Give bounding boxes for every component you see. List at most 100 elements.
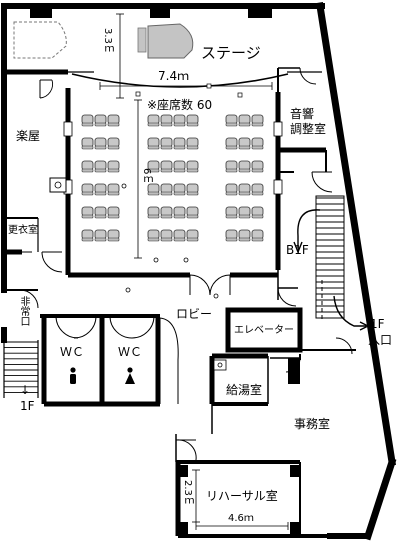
sink-icon xyxy=(213,359,227,371)
sound-room-walls xyxy=(278,67,327,172)
seat xyxy=(251,137,264,150)
arrow-b1f xyxy=(297,209,321,248)
hall-doors xyxy=(189,274,231,296)
label-green-room: 楽屋 xyxy=(16,129,41,143)
seat xyxy=(160,160,173,173)
seat xyxy=(107,229,120,242)
seat xyxy=(107,114,120,127)
sink-icon xyxy=(49,177,67,193)
seat xyxy=(186,114,199,127)
seat xyxy=(173,206,186,219)
stair-walls xyxy=(277,171,323,320)
seat xyxy=(81,114,94,127)
seat xyxy=(94,229,107,242)
seat xyxy=(81,183,94,196)
seat xyxy=(107,137,120,150)
seat xyxy=(94,137,107,150)
seat xyxy=(238,229,251,242)
seat xyxy=(173,183,186,196)
label-sound-room: 音響 調整室 xyxy=(290,107,327,136)
label-wc-women: ＷＣ xyxy=(118,345,143,359)
seat xyxy=(147,229,160,242)
label-seats: ※座席数 60 xyxy=(147,98,213,112)
seat xyxy=(147,206,160,219)
seat xyxy=(225,114,238,127)
label-elevator: エレベーター xyxy=(234,325,294,336)
pillars xyxy=(30,6,272,18)
lobby-curve xyxy=(159,317,179,404)
seat xyxy=(81,206,94,219)
arrow-entrance xyxy=(333,295,366,327)
label-down-floor: 1F xyxy=(20,399,35,413)
seat xyxy=(107,160,120,173)
emergency-stairs xyxy=(3,289,39,398)
seat xyxy=(160,206,173,219)
label-emergency-exit: 非常口 xyxy=(18,296,29,326)
seat xyxy=(160,114,173,127)
seat xyxy=(160,137,173,150)
seat xyxy=(173,229,186,242)
dim-stage-width: 7.4ｍ xyxy=(158,69,190,83)
seat xyxy=(81,137,94,150)
seat xyxy=(94,114,107,127)
seat xyxy=(160,229,173,242)
office-walls xyxy=(299,337,356,360)
label-down-arrow: ↓ xyxy=(20,383,31,397)
seat xyxy=(147,183,160,196)
rehearsal-pillars xyxy=(178,465,300,534)
piano-icon xyxy=(13,21,194,59)
seat xyxy=(173,114,186,127)
label-b1f: B1F xyxy=(286,243,309,257)
seat xyxy=(107,183,120,196)
seat xyxy=(225,229,238,242)
seat xyxy=(225,160,238,173)
green-room-walls xyxy=(4,79,63,273)
hall-dimension xyxy=(134,99,142,259)
seat xyxy=(225,183,238,196)
label-stage: ステージ xyxy=(201,44,261,62)
seat xyxy=(251,160,264,173)
dim-rehearsal-depth: 2.3ｍ xyxy=(182,480,193,506)
seat xyxy=(251,183,264,196)
label-entrance-floor: 1F xyxy=(370,317,385,331)
dim-rehearsal-width: 4.6ｍ xyxy=(228,513,254,524)
label-office: 事務室 xyxy=(294,417,331,431)
seat xyxy=(94,160,107,173)
label-rehearsal: リハーサル室 xyxy=(206,489,278,503)
seat xyxy=(251,114,264,127)
seating xyxy=(81,114,264,242)
dim-hall-depth: 6ｍ xyxy=(141,168,152,185)
seat xyxy=(186,137,199,150)
label-dressing-room: 更衣室 xyxy=(8,225,38,236)
label-lobby: ロビー xyxy=(176,307,213,321)
elevator xyxy=(225,307,303,353)
kitchenette-walls xyxy=(209,353,301,434)
label-entrance: 入口 xyxy=(368,333,393,347)
seat xyxy=(238,137,251,150)
seat xyxy=(107,206,120,219)
seat xyxy=(81,229,94,242)
seat xyxy=(94,206,107,219)
woman-icon xyxy=(125,367,135,384)
seat xyxy=(81,160,94,173)
seat xyxy=(186,229,199,242)
seat xyxy=(186,206,199,219)
seat xyxy=(238,183,251,196)
stage-area xyxy=(4,13,322,99)
dim-stage-depth: 3.3ｍ xyxy=(102,28,113,54)
label-wc-men: ＷＣ xyxy=(60,345,85,359)
wc-doors xyxy=(55,315,155,339)
seat xyxy=(94,183,107,196)
seat xyxy=(173,137,186,150)
wc-walls xyxy=(40,314,161,407)
seat xyxy=(225,206,238,219)
seat xyxy=(251,206,264,219)
seat xyxy=(147,137,160,150)
door-sound-room xyxy=(311,171,333,193)
seat xyxy=(147,114,160,127)
seat xyxy=(186,183,199,196)
seat xyxy=(225,137,238,150)
seat xyxy=(238,160,251,173)
seat xyxy=(173,160,186,173)
